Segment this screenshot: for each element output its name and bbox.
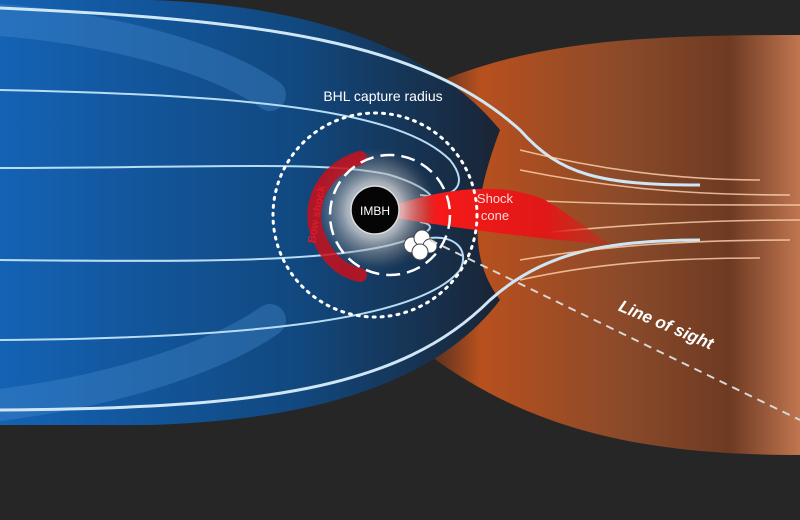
bow-shock — [307, 151, 367, 282]
streamline-4 — [0, 236, 465, 341]
streamline-1 — [0, 89, 460, 197]
black-hole — [350, 185, 400, 235]
inner-dashed-circle — [328, 153, 452, 277]
inflow-highlight-upper — [0, 4, 286, 111]
gas-cloud — [403, 229, 438, 261]
shock-cone-label-line2: cone — [481, 208, 509, 223]
outer-streamline-top — [0, 6, 701, 187]
inflow-region — [0, 0, 500, 425]
shock-cone-label-line1: Shock — [477, 191, 514, 206]
black-hole-label: IMBH — [360, 204, 390, 218]
outer-streamline-bottom — [0, 238, 701, 412]
outflow-wake-region — [410, 35, 800, 455]
line-of-sight — [429, 239, 800, 421]
capture-radius-label: BHL capture radius — [323, 88, 442, 104]
inflow-highlight-lower — [0, 304, 286, 421]
capture-radius-circle — [271, 111, 479, 319]
